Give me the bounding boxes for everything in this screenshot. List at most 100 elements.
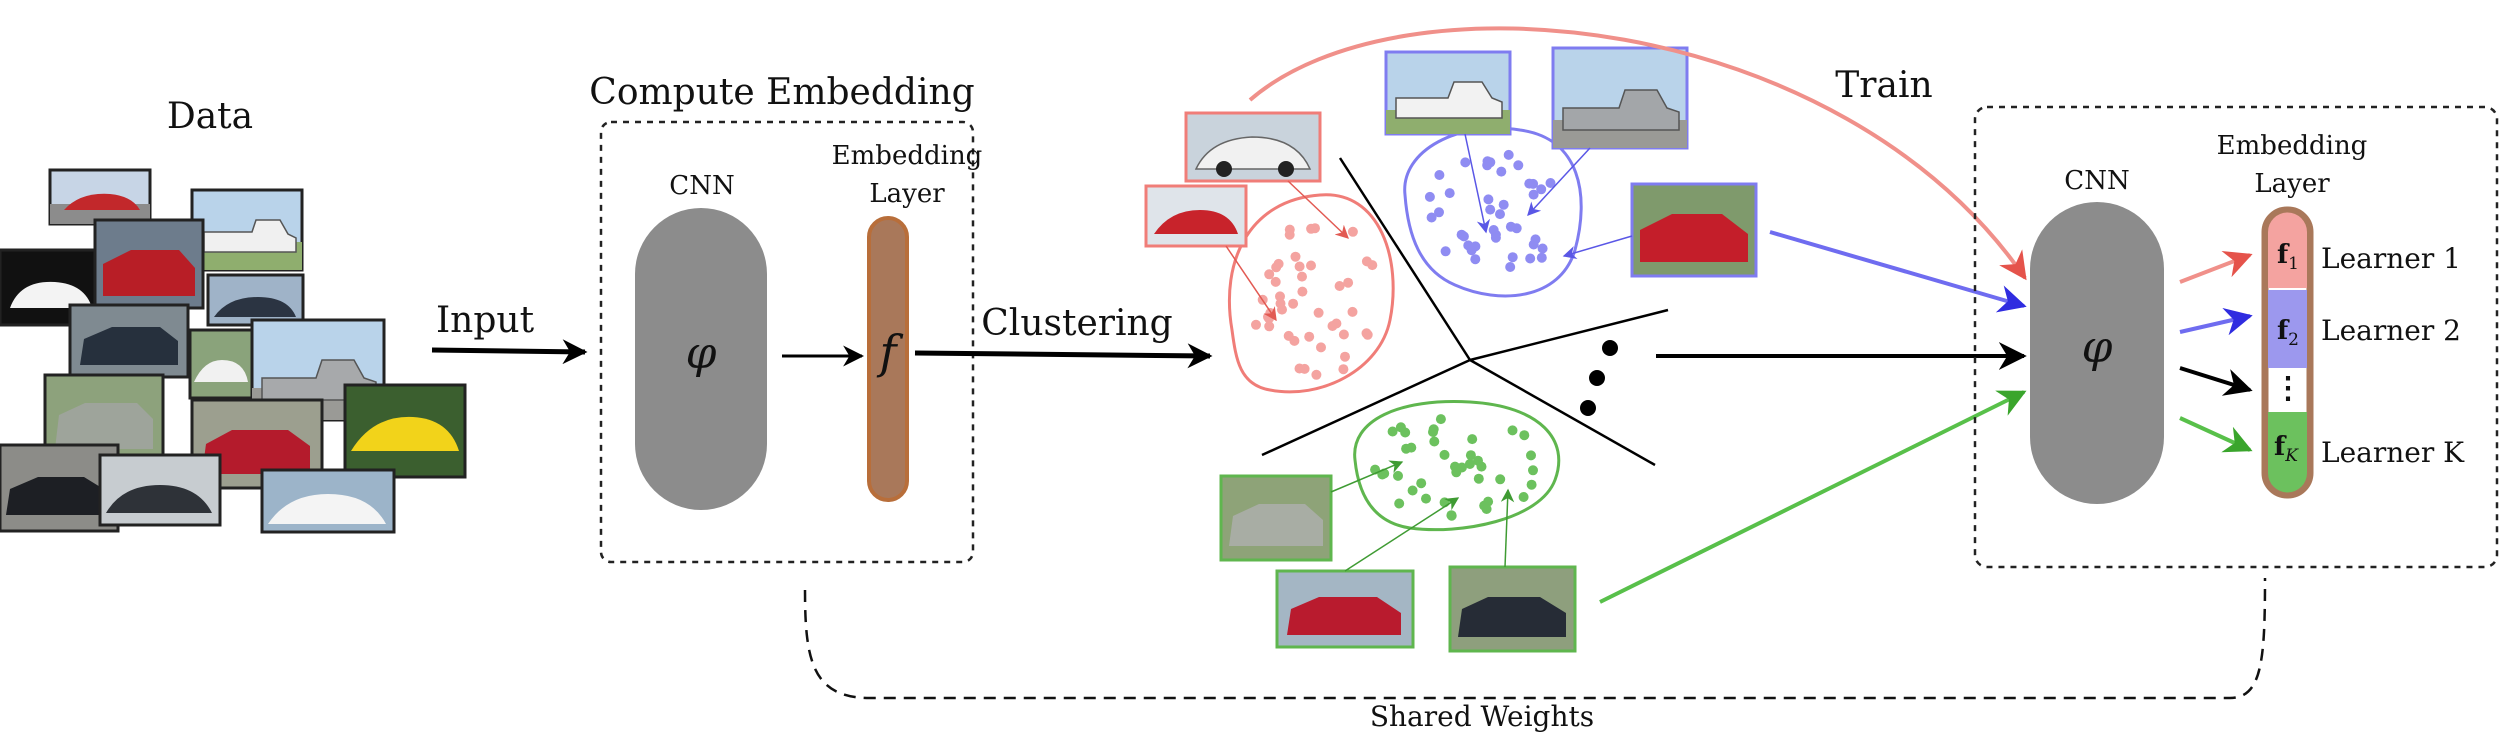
cluster-dot-icon [1407, 485, 1418, 496]
cluster-dot-icon [1416, 478, 1427, 489]
car-photo-red-2 [1144, 184, 1248, 248]
input-label: Input [436, 300, 535, 341]
car-photo [98, 453, 222, 527]
green-photo-1-link [1330, 460, 1404, 493]
cnn-phi: φ [686, 328, 717, 379]
cluster-dot-icon [1503, 149, 1514, 160]
car-photo [93, 218, 205, 310]
car-photo [188, 328, 254, 400]
cluster-dot-icon [1347, 226, 1358, 237]
clustering-arrow [914, 343, 1213, 369]
cluster-dot-icon [1304, 331, 1315, 342]
car-photo [206, 273, 305, 327]
car-photo [190, 188, 304, 272]
train-cnn-label: CNN [2064, 166, 2129, 196]
cluster-dot-icon [1297, 286, 1308, 297]
cluster-dot-icon [1294, 261, 1305, 272]
cluster-dot-icon [1428, 427, 1438, 437]
cluster-dot-icon [1284, 224, 1295, 235]
shared-weights-connector [803, 577, 2267, 700]
cluster-dot-icon [1518, 492, 1529, 502]
embedding-label-line1: Embedding [832, 141, 983, 171]
segment-fk [2268, 412, 2307, 493]
cluster-dot-icon [1313, 307, 1324, 318]
learner-k-label: Learner K [2321, 436, 2465, 469]
cluster-dot-icon [1288, 298, 1299, 309]
cluster-dot-icon [1264, 321, 1275, 332]
cluster-dot-icon [1316, 342, 1326, 353]
ellipsis-dots-icon [1580, 340, 1618, 416]
cluster-dot-icon [1495, 474, 1506, 485]
cluster-dot-icon [1340, 351, 1350, 362]
train-embedding-label-line2: Layer [2254, 169, 2330, 199]
train-arrow-f1 [2179, 251, 2253, 284]
cluster-dot-icon [1406, 442, 1417, 453]
cluster-dot-icon [1485, 204, 1496, 215]
car-photo-green-1 [1219, 474, 1333, 562]
cluster-dot-icon [1327, 321, 1338, 331]
cluster-dot-icon [1458, 231, 1469, 242]
cluster-dot-icon [1526, 450, 1536, 461]
cluster-dot-icon [1525, 253, 1536, 264]
segment-fk-symbol: fK [2274, 432, 2299, 466]
train-title: Train [1835, 65, 1932, 106]
cluster-dot-icon [1275, 298, 1286, 309]
green-photo-2-link [1344, 497, 1460, 572]
cluster-dot-icon [1463, 240, 1474, 251]
cluster-dot-icon [1536, 184, 1547, 195]
cluster-dot-icon [1338, 364, 1349, 375]
cluster-dot-icon [1273, 258, 1284, 269]
cluster-dot-icon [1299, 363, 1310, 374]
car-photo-green-2 [1275, 569, 1415, 649]
cluster-dot-icon [1482, 156, 1493, 167]
cluster-dot-icon [1435, 414, 1446, 425]
cluster-dot-icon [1537, 243, 1548, 254]
cluster-dot-icon [1536, 252, 1547, 263]
cluster-dot-icon [1524, 178, 1535, 189]
car-photo [48, 168, 152, 226]
cluster-dot-icon [1507, 425, 1518, 436]
cluster-dot-icon [1434, 170, 1445, 180]
data-title: Data [167, 96, 253, 137]
cluster-dot-icon [1481, 504, 1492, 514]
cluster-dot-icon [1426, 212, 1437, 223]
green-cluster-to-train-arrow [1599, 390, 2027, 604]
car-photo [260, 468, 396, 534]
cluster-dot-icon [1444, 188, 1455, 199]
train-arrow-ellipsis [2179, 366, 2253, 396]
segment-f1 [2268, 212, 2307, 288]
embedding-label-line2: Layer [869, 179, 945, 209]
cluster-dot-icon [1306, 223, 1317, 234]
embedding-layer-block [867, 216, 909, 502]
cluster-dot-icon [1505, 221, 1516, 232]
learner-2-label: Learner 2 [2321, 314, 2461, 347]
cluster-dot-icon [1460, 157, 1471, 168]
cluster-dot-icon [1526, 479, 1537, 490]
segment-ellipsis-symbol: ⋮ [2273, 371, 2303, 406]
cluster-dot-icon [1393, 470, 1403, 481]
blue-cluster-to-train-arrow [1769, 230, 2027, 313]
cluster-green-points [1370, 414, 1538, 521]
blue-photo-2-link [1527, 147, 1591, 216]
cluster-separators [1261, 157, 1669, 467]
cluster-dot-icon [1440, 246, 1451, 257]
cluster-dot-icon [1429, 436, 1440, 447]
car-photo [343, 383, 467, 479]
car-photo-red-1 [1184, 111, 1322, 183]
green-photo-3-link [1500, 488, 1515, 568]
cluster-dot-icon [1473, 473, 1484, 484]
segment-f2-symbol: f2 [2277, 316, 2299, 350]
red-photo-2-link [1225, 245, 1277, 322]
cluster-dot-icon [1270, 276, 1281, 287]
cluster-dot-icon [1495, 209, 1505, 220]
cluster-dot-icon [1470, 254, 1481, 265]
cluster-dot-icon [1473, 455, 1483, 466]
cluster-dot-icon [1362, 329, 1373, 340]
cluster-dot-icon [1434, 207, 1444, 218]
cluster-dot-icon [1334, 281, 1345, 291]
cluster-dot-icon [1513, 160, 1524, 171]
blue-photo-1-link [1464, 133, 1491, 234]
cluster-dot-icon [1507, 252, 1518, 263]
red-photo-1-link [1287, 180, 1349, 239]
